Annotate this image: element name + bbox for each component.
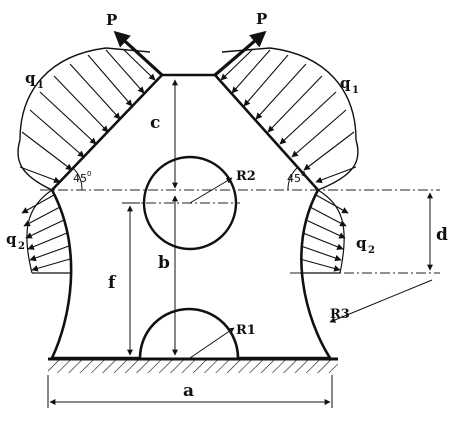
load-curve-q1-left <box>19 47 151 141</box>
leader-R2 <box>189 177 233 204</box>
force-P-right <box>213 30 267 77</box>
leader-R3 <box>329 279 433 323</box>
angle-arc-right <box>287 167 298 191</box>
label-b: b <box>158 253 170 273</box>
load-q1-right <box>220 47 359 191</box>
load-q1-left <box>17 47 156 191</box>
label-R3: R3 <box>330 307 350 322</box>
label-q2-right: q <box>356 234 367 252</box>
dimension-a <box>47 375 333 408</box>
angle-arcs <box>72 167 298 191</box>
ground-support <box>48 357 338 373</box>
label-q2-right-sub: 2 <box>368 245 375 256</box>
label-q2-left: q <box>6 230 17 248</box>
label-q1-left-sub: 1 <box>37 80 44 91</box>
label-f: f <box>108 273 117 293</box>
center-lines <box>40 189 440 274</box>
label-q1-right: q <box>340 74 351 92</box>
label-P-left: P <box>106 11 117 29</box>
label-d: d <box>436 225 448 245</box>
force-P-left <box>113 30 164 77</box>
label-angle-left-degree: 0 <box>87 170 91 178</box>
label-angle-right-degree: 0 <box>301 170 305 178</box>
label-q1-right-sub: 1 <box>352 85 359 96</box>
label-angle-left: 45 <box>73 172 87 185</box>
radius-leaders <box>189 177 433 359</box>
load-curve-q1-right <box>221 47 357 141</box>
label-c: c <box>150 113 160 133</box>
label-q1-left: q <box>25 69 36 87</box>
dimension-f <box>122 202 140 356</box>
label-a: a <box>183 381 194 401</box>
load-q2-left <box>21 189 71 274</box>
label-R1: R1 <box>236 323 256 338</box>
label-angle-right: 45 <box>287 172 301 185</box>
body-outline <box>50 73 332 360</box>
load-q2-right <box>299 189 349 274</box>
label-P-right: P <box>256 10 267 28</box>
ground-hatch <box>48 359 338 373</box>
label-q2-left-sub: 2 <box>18 241 25 252</box>
label-R2: R2 <box>236 169 256 184</box>
leader-R1 <box>189 327 235 359</box>
angle-arc-left <box>72 167 83 191</box>
